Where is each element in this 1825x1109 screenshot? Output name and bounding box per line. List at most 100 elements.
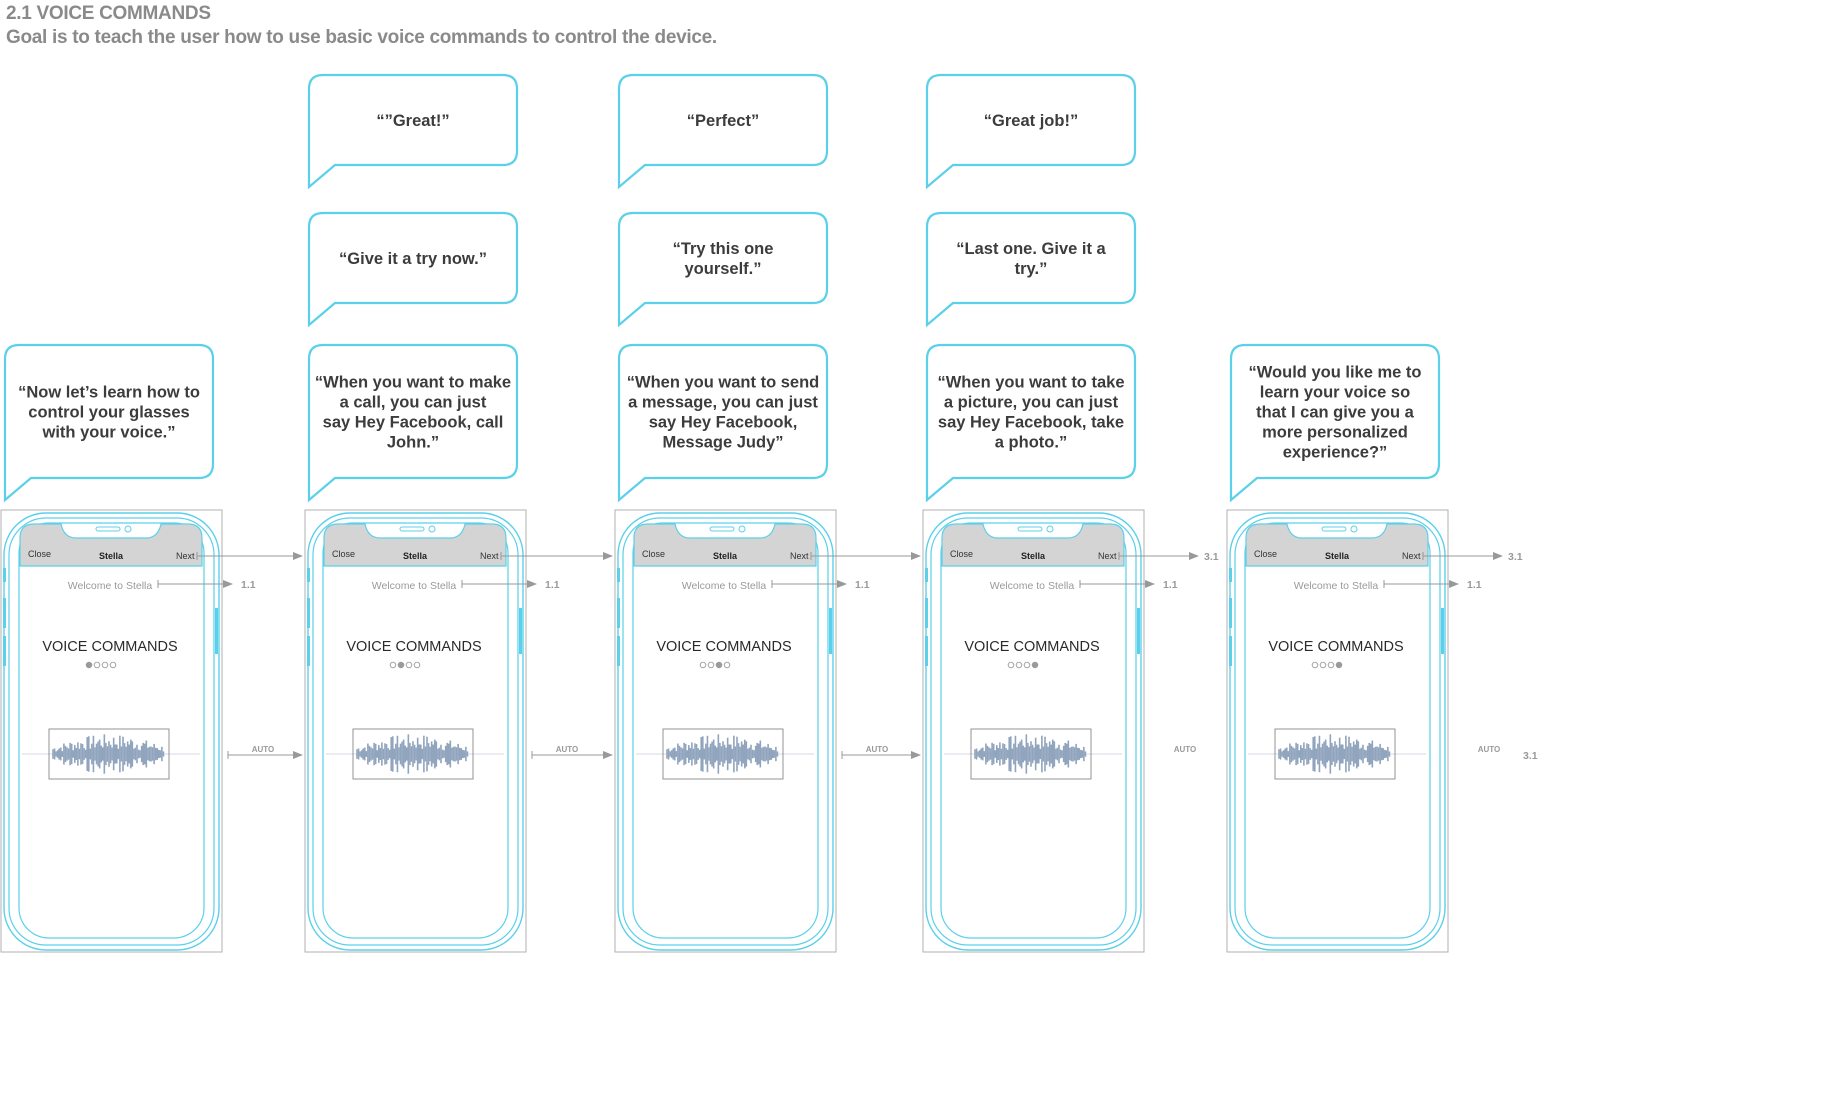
auto-connector — [227, 751, 303, 759]
next-button[interactable]: Next — [1402, 551, 1421, 561]
next-connector — [500, 552, 613, 560]
nav-bar — [633, 523, 817, 567]
close-button[interactable]: Close — [950, 549, 973, 559]
screen-frame — [1226, 509, 1449, 953]
device-outline-outer — [3, 512, 220, 951]
front-camera — [738, 525, 746, 533]
silent-switch — [925, 568, 928, 582]
welcome-target-label: 1.1 — [855, 579, 870, 591]
welcome-link[interactable]: Welcome to Stella — [990, 580, 1075, 592]
screen-heading: VOICE COMMANDS — [1268, 639, 1403, 655]
device-outline-outer — [307, 512, 524, 951]
app-title: Stella — [403, 551, 428, 561]
app-title: Stella — [1021, 551, 1046, 561]
speaker-grille — [1017, 526, 1043, 532]
speech-bubble: “Give it a try now.” — [307, 211, 519, 328]
next-button[interactable]: Next — [176, 551, 195, 561]
waveform-box — [970, 728, 1092, 780]
next-button[interactable]: Next — [480, 551, 499, 561]
page-header: 2.1 VOICE COMMANDS Goal is to teach the … — [6, 2, 717, 50]
speech-bubble: “”Great!” — [307, 73, 519, 190]
bubble-outline — [3, 343, 215, 503]
bubble-text: “”Great!” — [376, 112, 449, 130]
screen-heading: VOICE COMMANDS — [964, 639, 1099, 655]
bubble-outline — [307, 211, 519, 328]
screen-heading: VOICE COMMANDS — [346, 639, 481, 655]
next-connector — [196, 552, 303, 560]
auto-label: AUTO — [252, 745, 275, 754]
progress-dot-active — [397, 661, 405, 669]
waveform-box — [662, 728, 784, 780]
front-camera — [1046, 525, 1054, 533]
device-outline-inner — [322, 522, 509, 939]
welcome-connector — [157, 580, 233, 588]
speech-bubble: “Perfect” — [617, 73, 829, 190]
silent-switch — [307, 568, 310, 582]
speaker-grille — [399, 526, 425, 532]
close-button[interactable]: Close — [28, 549, 51, 559]
volume-up-button — [1229, 598, 1232, 628]
volume-up-button — [925, 598, 928, 628]
welcome-connector — [1079, 580, 1155, 588]
device-outline-inner — [1244, 522, 1431, 939]
next-button[interactable]: Next — [790, 551, 809, 561]
auto-target-label: 3.1 — [1523, 750, 1538, 762]
welcome-target-label: 1.1 — [1467, 579, 1482, 591]
screen-frame — [304, 509, 527, 953]
bubble-outline — [617, 73, 829, 190]
close-button[interactable]: Close — [642, 549, 665, 559]
front-camera — [124, 525, 132, 533]
page-subtitle: Goal is to teach the user how to use bas… — [6, 27, 717, 48]
auto-label: AUTO — [866, 745, 889, 754]
next-target-label: 3.1 — [1204, 551, 1219, 563]
welcome-link[interactable]: Welcome to Stella — [372, 580, 457, 592]
volume-up-button — [617, 598, 620, 628]
welcome-link[interactable]: Welcome to Stella — [682, 580, 767, 592]
welcome-target-label: 1.1 — [241, 579, 256, 591]
bubble-text: “Give it a try now.” — [339, 250, 487, 268]
progress-dot — [1311, 661, 1319, 669]
bubble-outline — [307, 343, 519, 503]
close-button[interactable]: Close — [1254, 549, 1277, 559]
progress-dot — [101, 661, 109, 669]
progress-dot — [1319, 661, 1327, 669]
welcome-link[interactable]: Welcome to Stella — [1294, 580, 1379, 592]
bubble-outline — [1229, 343, 1441, 503]
silent-switch — [1229, 568, 1232, 582]
next-button[interactable]: Next — [1098, 551, 1117, 561]
auto-label: AUTO — [556, 745, 579, 754]
waveform-box — [48, 728, 170, 780]
nav-bar — [323, 523, 507, 567]
power-button — [1137, 608, 1140, 654]
next-connector — [810, 552, 921, 560]
auto-label: AUTO — [1174, 745, 1197, 754]
close-button[interactable]: Close — [332, 549, 355, 559]
volume-up-button — [307, 598, 310, 628]
app-title: Stella — [99, 551, 124, 561]
screen-heading: VOICE COMMANDS — [656, 639, 791, 655]
bubble-outline — [307, 73, 519, 190]
auto-connector — [841, 751, 921, 759]
bubble-outline — [925, 73, 1137, 190]
waveform-box — [1274, 728, 1396, 780]
bubble-outline — [925, 343, 1137, 503]
welcome-link[interactable]: Welcome to Stella — [68, 580, 153, 592]
progress-dot — [405, 661, 413, 669]
power-button — [519, 608, 522, 654]
bubble-outline — [617, 343, 829, 503]
welcome-connector — [771, 580, 847, 588]
auto-connector — [531, 751, 613, 759]
page-title: 2.1 VOICE COMMANDS — [6, 3, 211, 24]
bubble-outline — [617, 211, 829, 328]
device-outline-middle — [8, 517, 215, 946]
speech-bubble: “Great job!” — [925, 73, 1137, 190]
progress-dot — [413, 661, 421, 669]
